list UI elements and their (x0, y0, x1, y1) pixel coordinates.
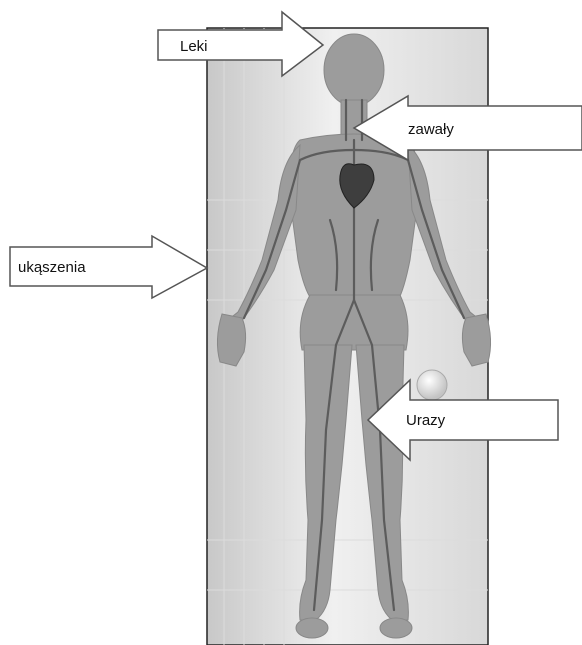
arrow-ukaszenia: ukąszenia (10, 236, 207, 298)
label-ukaszenia: ukąszenia (18, 259, 86, 276)
label-urazy: Urazy (406, 412, 446, 429)
droplet-icon (417, 370, 447, 400)
label-leki: Leki (180, 38, 208, 55)
left-foot (296, 618, 328, 638)
head (324, 34, 384, 106)
hips (300, 295, 408, 350)
right-foot (380, 618, 412, 638)
label-zawaly: zawały (408, 121, 454, 138)
